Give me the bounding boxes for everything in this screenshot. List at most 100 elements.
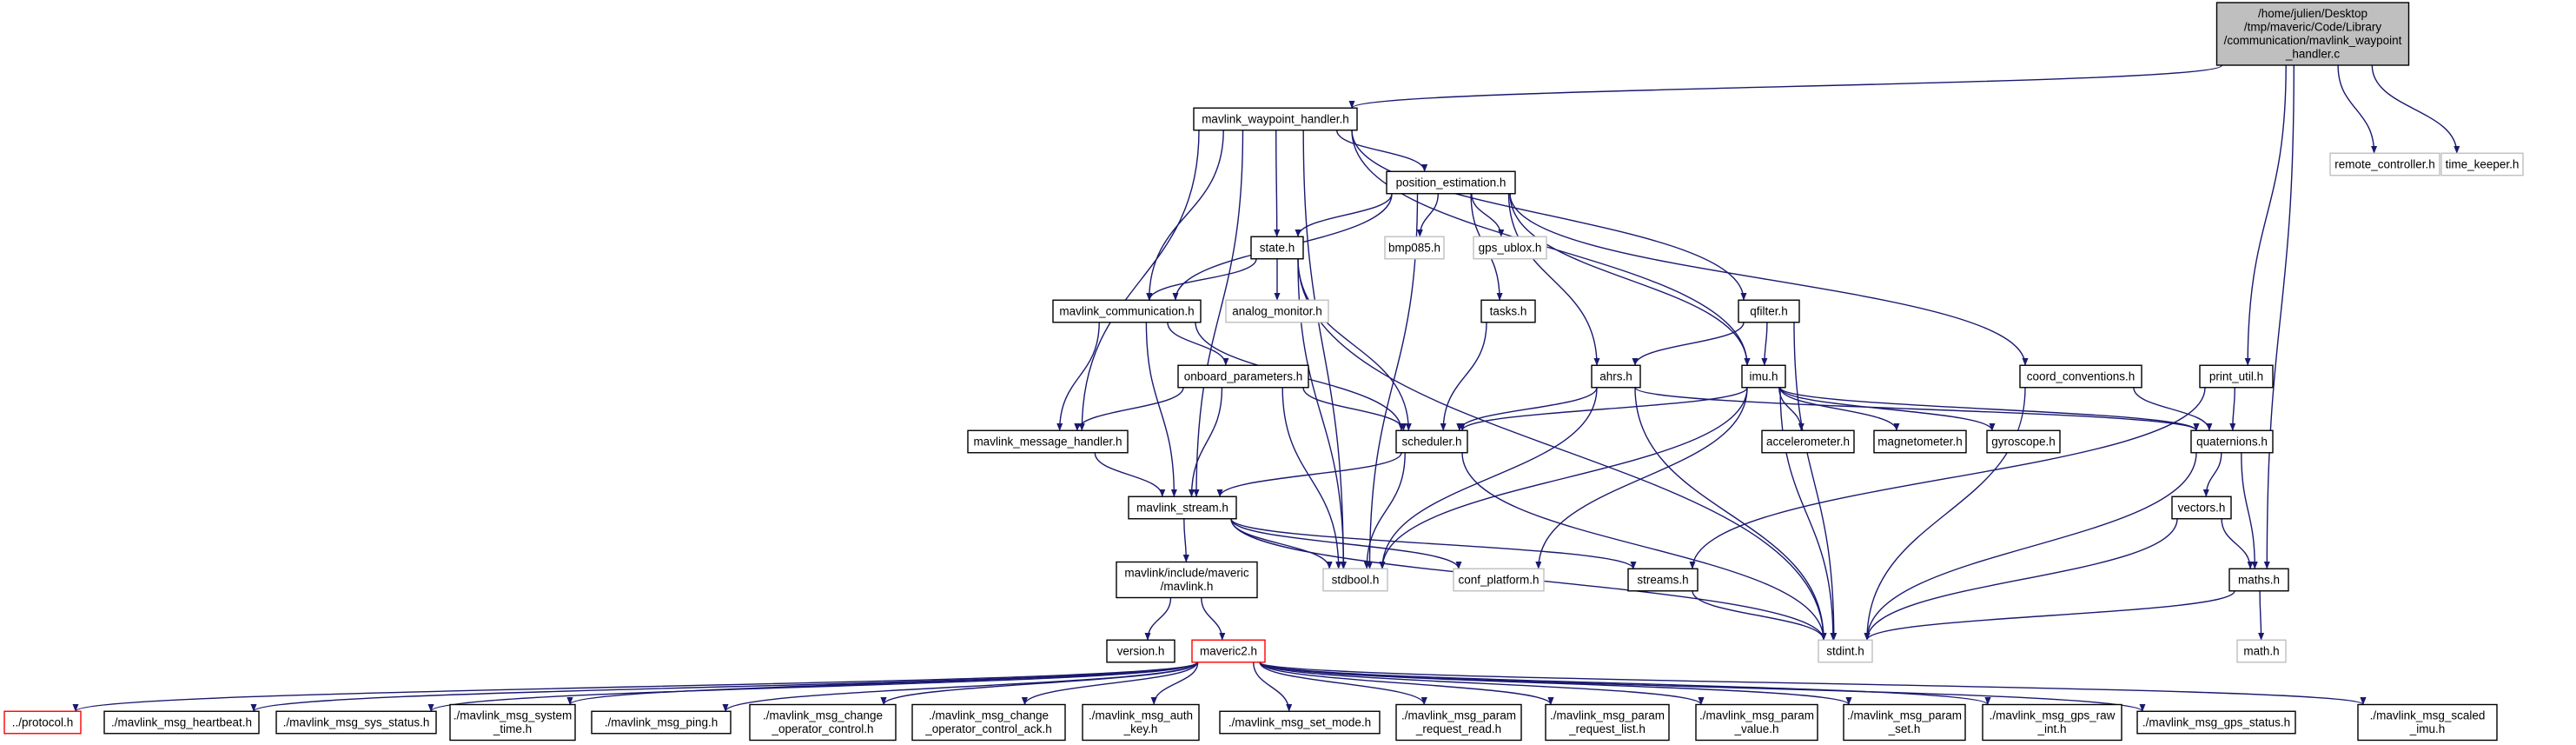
node-box: [2190, 429, 2274, 454]
node-ahrs-h[interactable]: ahrs.h: [1591, 364, 1641, 389]
node-maths-h[interactable]: maths.h: [2228, 568, 2289, 592]
node-msg-param-request-read-h[interactable]: ./mavlink_msg_param_request_read.h: [1395, 703, 1522, 742]
node-onboard-parameters-h[interactable]: onboard_parameters.h: [1177, 364, 1309, 389]
node-box: [449, 703, 576, 742]
node-time-keeper-h[interactable]: time_keeper.h: [2440, 152, 2524, 176]
edge-imu-h-to-stdint-h: [1779, 387, 1837, 641]
node-label: ahrs.h: [1599, 369, 1632, 382]
node-box: [1395, 703, 1522, 742]
node-mavlink-communication-h[interactable]: mavlink_communication.h: [1052, 299, 1202, 323]
node-label: conf_platform.h: [1458, 573, 1539, 586]
node-stdint-h[interactable]: stdint.h: [1818, 639, 1873, 663]
node-box: [1695, 703, 1818, 742]
node-label: ../protocol.h: [12, 715, 74, 728]
node-label: onboard_parameters.h: [1184, 369, 1303, 382]
edge-maveric2-h-to-msg-param-request-list-h: [1259, 662, 1554, 705]
node-quaternions-h[interactable]: quaternions.h: [2190, 429, 2274, 454]
node-imu-h[interactable]: imu.h: [1741, 364, 1786, 389]
edge-root-to-mavlink-waypoint-handler-h: [1348, 64, 2223, 109]
node-streams-h[interactable]: streams.h: [1627, 568, 1699, 592]
node-box: [1761, 429, 1855, 454]
edge-maveric2-h-to-protocol-h: [72, 662, 1198, 712]
node-msg-heartbeat-h[interactable]: ./mavlink_msg_heartbeat.h: [103, 710, 260, 735]
edge-scheduler-h-to-stdbool-h: [1363, 452, 1406, 569]
node-box: [1193, 107, 1358, 131]
node-maveric2-h[interactable]: maveric2.h: [1191, 639, 1266, 663]
node-remote-controller-h[interactable]: remote_controller.h: [2329, 152, 2440, 176]
node-box: [749, 703, 897, 742]
node-box: [103, 710, 260, 735]
edge-position-estimation-h-to-bmp085-h: [1416, 193, 1439, 237]
node-label: ./mavlink_msg_param: [1847, 709, 1962, 722]
node-msg-param-value-h[interactable]: ./mavlink_msg_param_value.h: [1695, 703, 1818, 742]
node-version-h[interactable]: version.h: [1106, 639, 1175, 663]
node-gps-ublox-h[interactable]: gps_ublox.h: [1473, 236, 1547, 260]
edge-imu-h-to-magnetometer-h: [1779, 387, 1900, 431]
edge-mavlink-waypoint-handler-h-to-mavlink-message-handler-h: [1078, 130, 1200, 431]
node-label: _operator_control_ack.h: [924, 722, 1052, 735]
node-msg-change-operator-control-ack-h[interactable]: ./mavlink_msg_change_operator_control_ac…: [911, 703, 1066, 742]
node-root[interactable]: /home/julien/Desktop/tmp/maveric/Code/Li…: [2215, 2, 2410, 66]
node-msg-param-request-list-h[interactable]: ./mavlink_msg_param_request_list.h: [1545, 703, 1670, 742]
edge-mavlink-stream-h-to-mavlink-include-h: [1182, 518, 1189, 562]
edge-root-to-maths-h: [2263, 64, 2295, 569]
edge-root-to-print-util-h: [2244, 64, 2287, 366]
node-msg-change-operator-control-h[interactable]: ./mavlink_msg_change_operator_control.h: [749, 703, 897, 742]
node-box: [2199, 364, 2274, 389]
edge-maths-h-to-math-h: [2257, 590, 2265, 641]
node-accelerometer-h[interactable]: accelerometer.h: [1761, 429, 1855, 454]
node-analog-monitor-h[interactable]: analog_monitor.h: [1225, 299, 1329, 323]
node-msg-gps-status-h[interactable]: ./mavlink_msg_gps_status.h: [2136, 710, 2296, 735]
node-box: [1982, 703, 2122, 742]
node-gyroscope-h[interactable]: gyroscope.h: [1986, 429, 2061, 454]
node-label: mavlink_communication.h: [1059, 304, 1194, 317]
node-mavlink-include-h[interactable]: mavlink/include/maveric/mavlink.h: [1116, 561, 1258, 599]
node-label: _key.h: [1123, 722, 1158, 735]
edge-maveric2-h-to-msg-change-operator-control-ack-h: [1021, 662, 1198, 705]
edge-ahrs-h-to-stdint-h: [1634, 387, 1827, 641]
node-label: _time.h: [493, 722, 532, 735]
edge-mavlink-waypoint-handler-h-to-mavlink-stream-h: [1193, 130, 1244, 497]
node-msg-param-set-h[interactable]: ./mavlink_msg_param_set.h: [1843, 703, 1966, 742]
node-mavlink-stream-h[interactable]: mavlink_stream.h: [1128, 496, 1237, 520]
node-magnetometer-h[interactable]: magnetometer.h: [1873, 429, 1967, 454]
node-tasks-h[interactable]: tasks.h: [1480, 299, 1536, 323]
node-stdbool-h[interactable]: stdbool.h: [1322, 568, 1388, 592]
node-print-util-h[interactable]: print_util.h: [2199, 364, 2274, 389]
edge-position-estimation-h-to-ahrs-h: [1507, 193, 1600, 366]
node-mavlink-waypoint-handler-h[interactable]: mavlink_waypoint_handler.h: [1193, 107, 1358, 131]
node-mavlink-message-handler-h[interactable]: mavlink_message_handler.h: [967, 429, 1129, 454]
node-msg-auth-key-h[interactable]: ./mavlink_msg_auth_key.h: [1082, 703, 1200, 742]
edge-mavlink-waypoint-handler-h-to-mavlink-communication-h: [1146, 130, 1224, 301]
node-bmp085-h[interactable]: bmp085.h: [1384, 236, 1445, 260]
node-msg-set-mode-h[interactable]: ./mavlink_msg_set_mode.h: [1219, 710, 1381, 735]
edge-mavlink-communication-h-to-mavlink-message-handler-h: [1056, 322, 1100, 431]
node-vectors-h[interactable]: vectors.h: [2171, 496, 2232, 520]
edge-vectors-h-to-stdint-h: [1864, 518, 2178, 641]
node-msg-ping-h[interactable]: ./mavlink_msg_ping.h: [591, 710, 732, 735]
node-label: imu.h: [1749, 369, 1778, 382]
node-math-h[interactable]: math.h: [2236, 639, 2287, 663]
node-msg-sys-status-h[interactable]: ./mavlink_msg_sys_status.h: [275, 710, 437, 735]
node-box: [2357, 703, 2498, 742]
node-label: ./mavlink_msg_gps_raw: [1990, 709, 2116, 722]
edge-ahrs-h-to-scheduler-h: [1456, 387, 1598, 431]
node-box: [2440, 152, 2524, 176]
node-conf-platform-h[interactable]: conf_platform.h: [1453, 568, 1545, 592]
node-position-estimation-h[interactable]: position_estimation.h: [1386, 170, 1516, 195]
node-msg-system-time-h[interactable]: ./mavlink_msg_system_time.h: [449, 703, 576, 742]
node-qfilter-h[interactable]: qfilter.h: [1738, 299, 1800, 323]
node-protocol-h[interactable]: ../protocol.h: [3, 710, 82, 735]
node-msg-gps-raw-int-h[interactable]: ./mavlink_msg_gps_raw_int.h: [1982, 703, 2122, 742]
node-label: ./mavlink_msg_system: [454, 709, 573, 722]
node-box: [1395, 429, 1468, 454]
node-box: [1873, 429, 1967, 454]
node-label: /home/julien/Desktop: [2258, 7, 2367, 20]
node-state-h[interactable]: state.h: [1250, 236, 1304, 260]
node-label: _value.h: [1733, 722, 1778, 735]
node-box: [1591, 364, 1641, 389]
node-scheduler-h[interactable]: scheduler.h: [1395, 429, 1468, 454]
node-coord-conventions-h[interactable]: coord_conventions.h: [2019, 364, 2142, 389]
node-msg-scaled-imu-h[interactable]: ./mavlink_msg_scaled_imu.h: [2357, 703, 2498, 742]
